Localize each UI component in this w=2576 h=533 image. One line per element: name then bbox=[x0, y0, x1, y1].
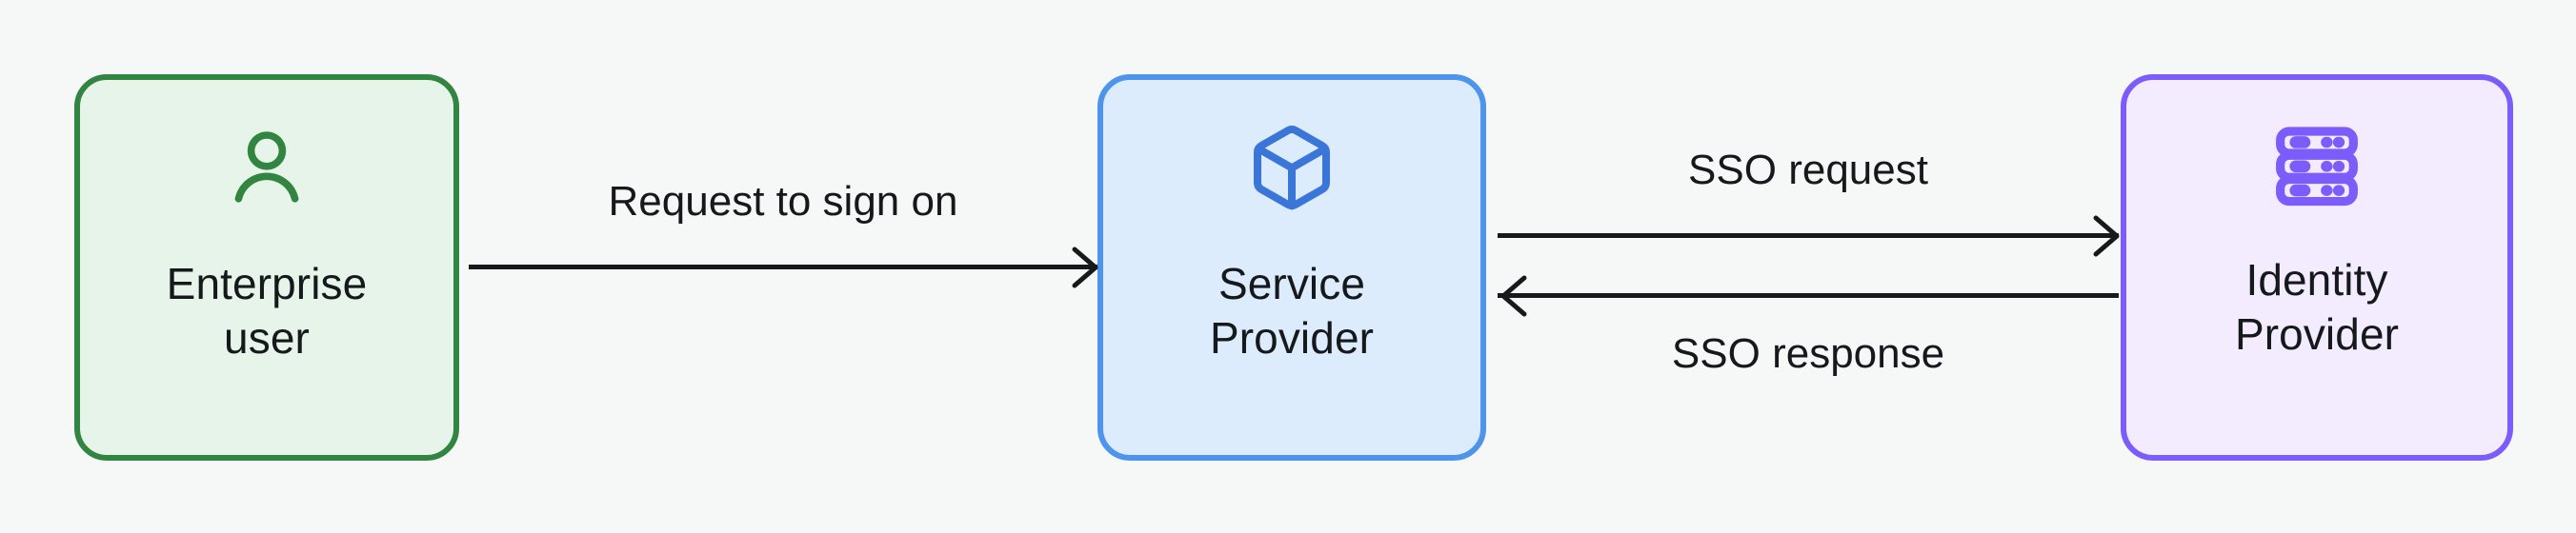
node-enterprise-user-label: Enterprise user bbox=[166, 259, 368, 363]
arrowhead-right-request-to-sign-on bbox=[1056, 244, 1101, 296]
node-service-provider[interactable]: Service Provider bbox=[1097, 74, 1486, 461]
edge-line-request-to-sign-on bbox=[469, 265, 1097, 269]
box-icon bbox=[1246, 122, 1338, 213]
server-rack-icon bbox=[2273, 122, 2361, 209]
edge-label-sso-response: SSO response bbox=[1671, 330, 1945, 377]
node-identity-provider[interactable]: Identity Provider bbox=[2121, 74, 2513, 461]
arrowhead-right-sso-request bbox=[2077, 212, 2123, 265]
node-enterprise-user[interactable]: Enterprise user bbox=[74, 74, 459, 461]
edge-label-sso-request: SSO request bbox=[1688, 147, 1928, 193]
user-icon bbox=[221, 122, 312, 213]
node-identity-provider-label: Identity Provider bbox=[2234, 255, 2400, 359]
arrowhead-left-sso-response bbox=[1498, 272, 1543, 325]
edge-line-sso-request bbox=[1498, 233, 2119, 238]
edge-label-request-to-sign-on: Request to sign on bbox=[608, 178, 958, 225]
node-service-provider-label: Service Provider bbox=[1209, 259, 1375, 363]
edge-line-sso-response bbox=[1498, 293, 2119, 298]
